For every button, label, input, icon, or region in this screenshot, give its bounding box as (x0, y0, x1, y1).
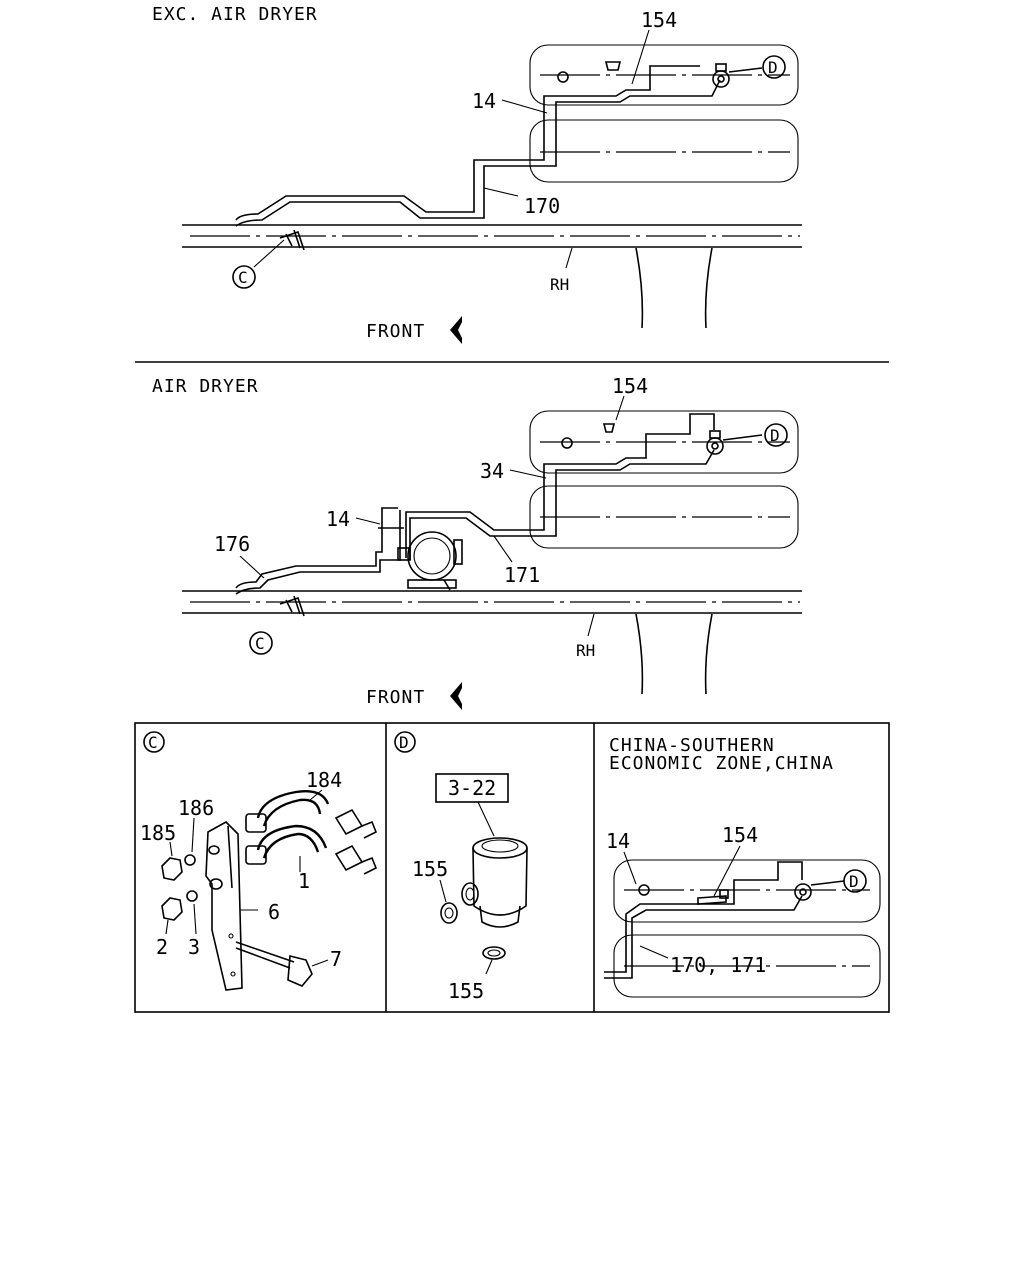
callout-7: 7 (330, 947, 342, 971)
washer (482, 946, 506, 960)
air-dryer-unit (397, 531, 463, 591)
drain-valve-icon (706, 437, 724, 455)
callout-176: 176 (214, 532, 250, 556)
nut (161, 857, 183, 881)
air-tank-lower (529, 119, 799, 183)
label-front: FRONT (366, 321, 425, 342)
front-arrow-icon (450, 682, 462, 710)
callout-155: 155 (412, 857, 448, 881)
bracket (205, 821, 243, 991)
detail-china-panel: CHINA-SOUTHERN ECONOMIC ZONE,CHINA 14 15… (604, 735, 881, 998)
callout-186: 186 (178, 796, 214, 820)
circle-d-icon: D (394, 731, 416, 753)
bolt-head (287, 954, 313, 987)
section-title-exc-air-dryer: EXC. AIR DRYER (152, 4, 318, 25)
nut (161, 897, 183, 921)
detail-c-panel: C 18 (140, 731, 378, 991)
circle-c-icon: C (249, 631, 273, 655)
callout-14: 14 (326, 507, 350, 531)
circle-d-icon: D (764, 423, 788, 447)
callout-154: 154 (612, 374, 648, 398)
circle-d-icon: D (843, 869, 867, 893)
circle-c-icon: C (232, 265, 256, 289)
callout-171: 171 (504, 563, 540, 587)
svg-text:D: D (399, 733, 409, 752)
air-tank-upper (529, 410, 799, 474)
svg-text:D: D (768, 58, 778, 77)
fitting-icon (638, 884, 650, 896)
svg-text:D: D (770, 426, 780, 445)
callout-154: 154 (722, 823, 758, 847)
china-title-line1: CHINA-SOUTHERN (609, 735, 775, 756)
air-dryer-section: AIR DRYER (152, 374, 802, 710)
label-rh: RH (550, 275, 569, 294)
svg-text:C: C (238, 268, 248, 287)
label-front: FRONT (366, 687, 425, 708)
label-rh: RH (576, 641, 595, 660)
detail-frame (134, 722, 890, 1013)
reference-3-22: 3-22 (448, 776, 496, 800)
reference-box (435, 773, 509, 803)
callout-154: 154 (641, 8, 677, 32)
svg-text:D: D (849, 872, 859, 891)
air-tank-lower (613, 934, 881, 998)
svg-text:C: C (255, 634, 265, 653)
callout-14: 14 (606, 829, 630, 853)
callout-155: 155 (448, 979, 484, 1003)
fitting-icon (561, 437, 573, 449)
washer (440, 902, 458, 924)
callout-185: 185 (140, 821, 176, 845)
svg-text:C: C (148, 733, 158, 752)
callout-170: 170 (524, 194, 560, 218)
callout-3: 3 (188, 935, 200, 959)
drain-valve-icon (794, 883, 812, 901)
callout-34: 34 (480, 459, 504, 483)
detail-d-panel: D 3-22 155 155 (394, 731, 528, 1003)
air-tank-lower (529, 485, 799, 549)
callout-14: 14 (472, 89, 496, 113)
circle-c-icon: C (143, 731, 165, 753)
fitting-icon (557, 71, 569, 83)
china-title-line2: ECONOMIC ZONE,CHINA (609, 753, 834, 774)
air-tank-upper (613, 859, 881, 923)
drain-valve (461, 837, 528, 928)
exc-air-dryer-section: EXC. AIR DRYER 154 14 1 (152, 4, 802, 344)
callout-1: 1 (298, 869, 310, 893)
callout-170-171: 170, 171 (670, 953, 766, 977)
air-tank-upper (529, 44, 799, 106)
callout-2: 2 (156, 935, 168, 959)
drain-valve-icon (712, 70, 730, 88)
circle-d-icon: D (762, 55, 786, 79)
callout-184: 184 (306, 768, 342, 792)
front-arrow-icon (450, 316, 462, 344)
section-title-air-dryer: AIR DRYER (152, 376, 259, 397)
callout-6: 6 (268, 900, 280, 924)
